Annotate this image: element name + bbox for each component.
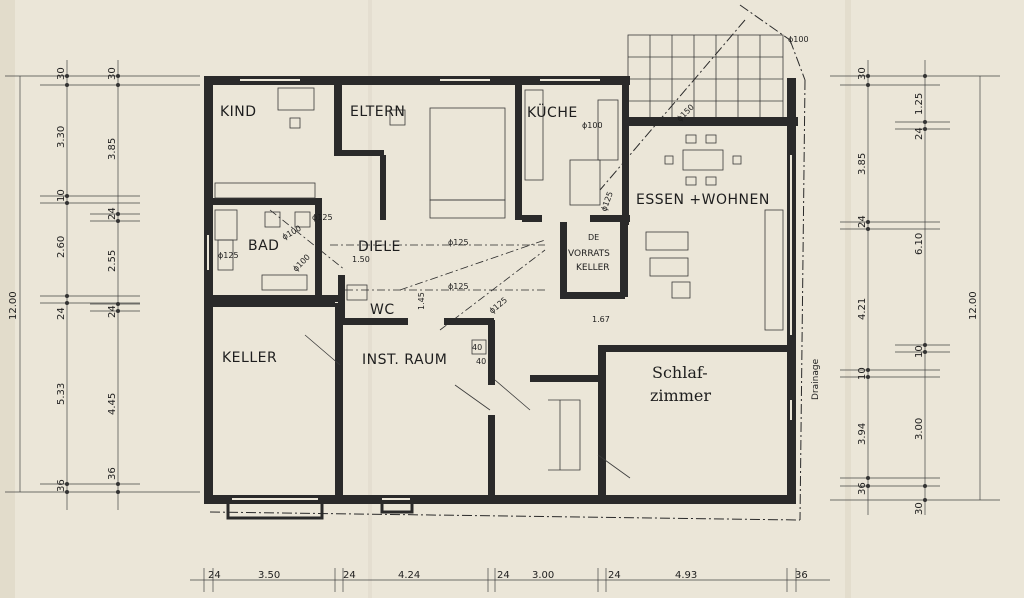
dim-right-inner: 36	[857, 482, 868, 495]
terrace-grid	[627, 34, 784, 126]
dim-right-mid: 10	[914, 345, 925, 358]
pipe-diameter-label: ϕ125	[218, 251, 239, 260]
room-label-vorrats-line2: VORRATS	[568, 249, 610, 259]
dim-bottom: 24	[608, 570, 621, 581]
windows	[207, 79, 792, 500]
dim-left-outer: 24	[56, 307, 67, 320]
room-label-eltern: ELTERN	[350, 104, 405, 120]
pipe-diameter-label: ϕ125	[448, 238, 469, 247]
pipe-diameter-label: ϕ100	[788, 35, 809, 44]
dim-right-inner: 10	[857, 367, 868, 380]
dimension-label: 40	[472, 343, 482, 352]
room-label-bad: BAD	[248, 238, 279, 254]
dim-bottom: 3.50	[258, 570, 280, 581]
dim-left-inner: 24	[107, 207, 118, 220]
dim-left-inner: 4.45	[107, 393, 118, 415]
dim-left-outer: 10	[56, 189, 67, 202]
dim-left-inner: 24	[107, 305, 118, 318]
pipe-diameter-label: ϕ125	[448, 282, 469, 291]
dim-right-inner: 3.85	[857, 153, 868, 175]
dimension-label: 1.50	[352, 255, 370, 264]
dim-left-outer: 2.60	[56, 236, 67, 258]
dimension-label: 40	[476, 357, 486, 366]
dim-bottom: 3.00	[532, 570, 554, 581]
dim-bottom: 4.24	[398, 570, 420, 581]
room-label-keller: KELLER	[222, 350, 277, 366]
dim-left-outer: 36	[56, 479, 67, 492]
dim-bottom: 36	[795, 570, 808, 581]
room-label-wc: WC	[370, 302, 395, 318]
room-label-schlafzimmer-line2: zimmer	[650, 386, 711, 405]
dim-left-outer: 30	[56, 67, 67, 80]
room-label-kind: KIND	[220, 104, 257, 120]
paper-edge-left	[0, 0, 15, 598]
dim-right-inner: 30	[857, 67, 868, 80]
room-label-essen-wohnen: ESSEN +WOHNEN	[636, 192, 770, 208]
room-label-vorrats-line1: DE	[588, 233, 599, 242]
dim-right-mid: 30	[914, 502, 925, 515]
dimension-label: 1.45	[417, 292, 426, 310]
dimension-lines	[5, 60, 1000, 592]
dim-left-inner: 3.85	[107, 138, 118, 160]
dimension-ticks	[65, 74, 927, 502]
dim-right-inner: 24	[857, 215, 868, 228]
dim-left-inner: 2.55	[107, 250, 118, 272]
furniture	[214, 87, 784, 479]
dim-right-mid: 6.10	[914, 233, 925, 255]
dim-left-outer: 3.30	[56, 126, 67, 148]
pipe-lines	[269, 209, 546, 331]
dim-right-mid: 24	[914, 127, 925, 140]
dim-right-mid: 1.25	[914, 93, 925, 115]
paper-fold	[845, 0, 851, 598]
bay-window	[226, 500, 414, 520]
dim-bottom: 24	[497, 570, 510, 581]
dim-right-total: 12.00	[968, 291, 979, 320]
dim-left-inner: 30	[107, 67, 118, 80]
pipe-diameter-label: ϕ125	[312, 213, 333, 222]
pipe-diameter-label: ϕ100	[582, 121, 603, 130]
dim-left-outer: 5.33	[56, 383, 67, 405]
room-label-inst-raum: INST. RAUM	[362, 352, 447, 368]
room-label-schlafzimmer-line1: Schlaf-	[652, 363, 708, 382]
room-label-kueche: KÜCHE	[527, 103, 578, 121]
dim-right-inner: 3.94	[857, 423, 868, 445]
room-label-vorrats-line3: KELLER	[576, 263, 610, 273]
dim-right-inner: 4.21	[857, 298, 868, 320]
paper-fold	[368, 0, 372, 598]
dim-bottom: 4.93	[675, 570, 697, 581]
dim-bottom: 24	[208, 570, 221, 581]
dim-right-mid: 3.00	[914, 418, 925, 440]
dim-bottom: 24	[343, 570, 356, 581]
walls	[204, 76, 798, 504]
room-label-diele: DIELE	[358, 239, 401, 255]
dim-left-inner: 36	[107, 467, 118, 480]
label-drainage: Drainage	[811, 358, 821, 400]
dimension-label: 1.67	[592, 315, 610, 324]
dim-left-total: 12.00	[8, 291, 19, 320]
